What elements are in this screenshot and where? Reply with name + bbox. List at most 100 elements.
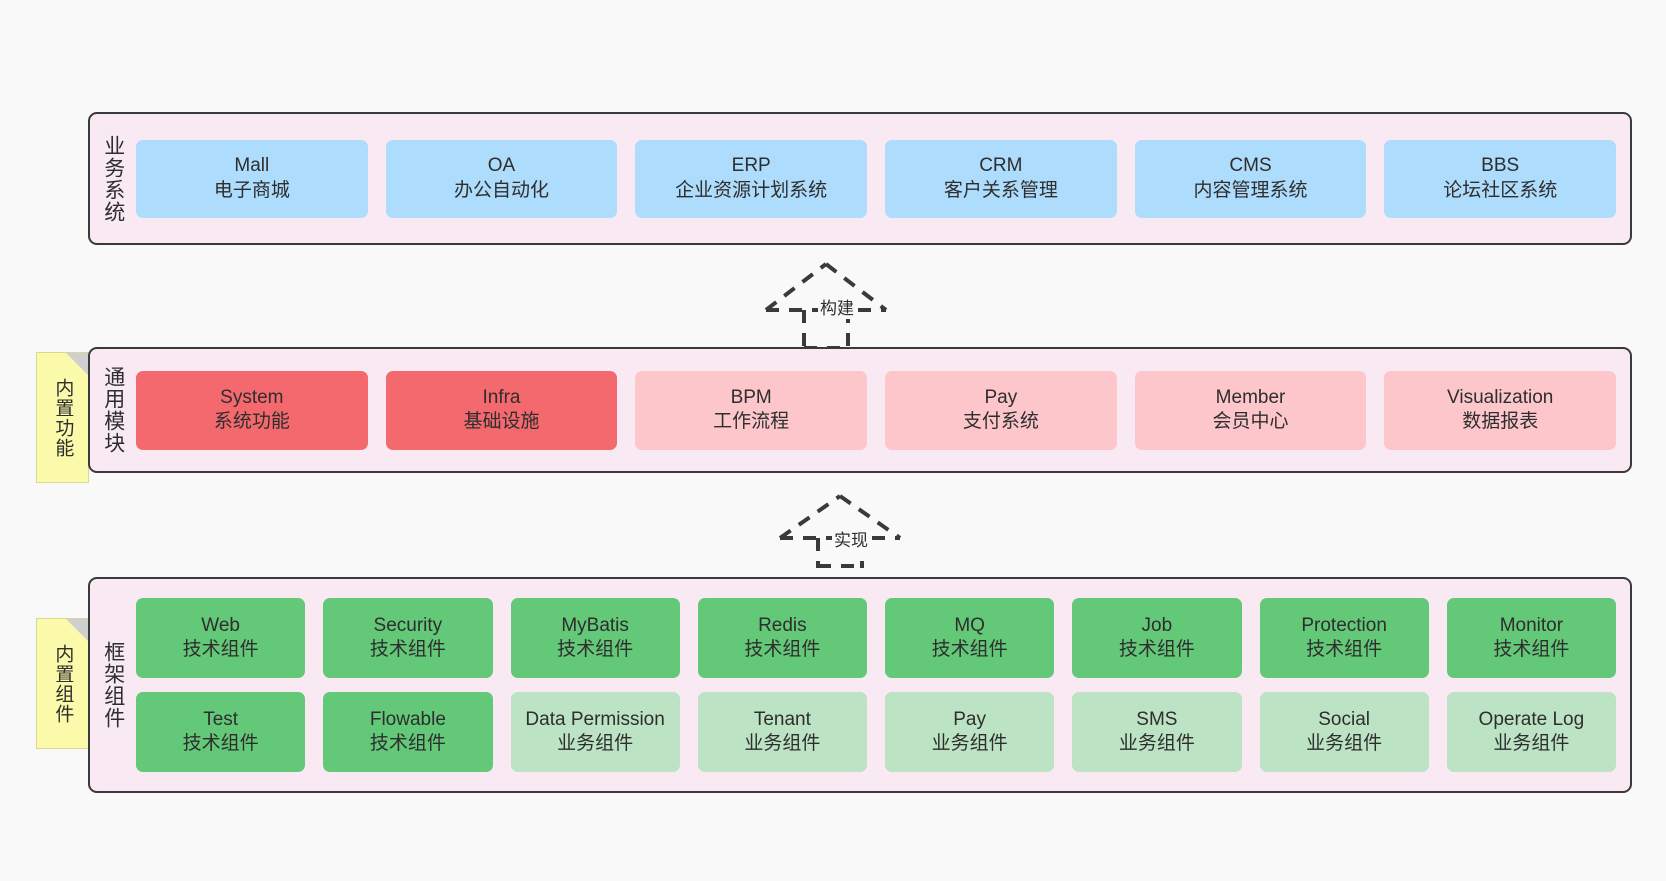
card-subtitle: 技术组件	[369, 733, 446, 754]
card-operate-log[interactable]: Operate Log 业务组件	[1446, 692, 1616, 772]
card-title: Flowable	[369, 708, 446, 730]
card-system[interactable]: System 系统功能	[136, 370, 368, 450]
connector-build-label: 构建	[818, 294, 856, 319]
card-erp[interactable]: ERP 企业资源计划系统	[635, 139, 868, 218]
card-title: SMS	[1136, 708, 1178, 730]
card-subtitle: 办公自动化	[454, 179, 550, 201]
card-title: Job	[1141, 614, 1173, 636]
layer-title-framework-components: 框架组件	[101, 641, 125, 729]
card-subtitle: 业务组件	[557, 733, 634, 754]
card-subtitle: 技术组件	[369, 639, 446, 660]
card-subtitle: 电子商城	[213, 179, 290, 201]
card-flowable[interactable]: Flowable 技术组件	[323, 692, 493, 772]
framework-tech-row: Web 技术组件 Security 技术组件 MyBatis 技术组件 Redi…	[136, 598, 1616, 678]
card-subtitle: 支付系统	[962, 411, 1039, 432]
card-subtitle: 技术组件	[182, 733, 259, 754]
common-modules-card-group: System 系统功能 Infra 基础设施 BPM 工作流程 Pay 支付系统…	[136, 349, 1630, 471]
card-sms[interactable]: SMS 业务组件	[1072, 692, 1242, 772]
card-subtitle: 工作流程	[713, 411, 790, 432]
connector-build: 构建	[758, 258, 938, 350]
card-title: Test	[203, 708, 239, 730]
card-title: Security	[373, 614, 443, 636]
card-pay-module[interactable]: Pay 支付系统	[885, 370, 1117, 450]
card-subtitle: 技术组件	[1493, 639, 1570, 660]
card-title: MQ	[954, 614, 985, 636]
card-title: MyBatis	[561, 614, 629, 636]
connector-implement: 实现	[772, 490, 952, 568]
card-title: CMS	[1229, 155, 1272, 177]
card-subtitle: 业务组件	[744, 733, 821, 754]
card-subtitle: 客户关系管理	[943, 179, 1058, 201]
card-member[interactable]: Member 会员中心	[1134, 370, 1367, 450]
card-title: Protection	[1301, 614, 1387, 636]
card-subtitle: 技术组件	[1118, 639, 1195, 660]
card-web[interactable]: Web 技术组件	[136, 598, 306, 678]
card-cms[interactable]: CMS 内容管理系统	[1134, 139, 1367, 218]
business-systems-row: Mall 电子商城 OA 办公自动化 ERP 企业资源计划系统 CRM 客户关系…	[136, 139, 1617, 218]
card-pay-component[interactable]: Pay 业务组件	[885, 692, 1055, 772]
card-title: BBS	[1481, 155, 1520, 177]
card-subtitle: 基础设施	[463, 411, 540, 432]
card-title: Web	[201, 614, 240, 636]
card-title: Tenant	[753, 708, 811, 730]
card-title: Mall	[234, 155, 270, 177]
card-title: Operate Log	[1478, 708, 1585, 730]
card-crm[interactable]: CRM 客户关系管理	[885, 139, 1117, 218]
card-title: ERP	[731, 155, 771, 177]
card-social[interactable]: Social 业务组件	[1259, 692, 1429, 772]
layer-framework-components: 框架组件 Web 技术组件 Security 技术组件 MyBatis 技术组件…	[88, 577, 1632, 793]
card-oa[interactable]: OA 办公自动化	[385, 139, 618, 218]
card-bpm[interactable]: BPM 工作流程	[635, 370, 868, 450]
card-monitor[interactable]: Monitor 技术组件	[1446, 598, 1616, 678]
framework-business-row: Test 技术组件 Flowable 技术组件 Data Permission …	[136, 692, 1616, 772]
note-builtin-components: 内置组件	[36, 618, 89, 749]
card-subtitle: 技术组件	[931, 639, 1008, 660]
common-modules-row: System 系统功能 Infra 基础设施 BPM 工作流程 Pay 支付系统…	[136, 370, 1617, 450]
card-subtitle: 系统功能	[213, 411, 290, 432]
card-mall[interactable]: Mall 电子商城	[136, 139, 368, 218]
card-bbs[interactable]: BBS 论坛社区系统	[1384, 139, 1617, 218]
layer-common-modules: 通用模块 System 系统功能 Infra 基础设施 BPM 工作流程 Pay…	[88, 347, 1632, 473]
card-visualization[interactable]: Visualization 数据报表	[1384, 370, 1617, 450]
card-subtitle: 业务组件	[1493, 733, 1570, 754]
card-infra[interactable]: Infra 基础设施	[385, 370, 618, 450]
card-title: Infra	[482, 386, 521, 408]
card-title: Data Permission	[525, 708, 665, 730]
card-title: Pay	[953, 708, 986, 730]
card-mybatis[interactable]: MyBatis 技术组件	[510, 598, 680, 678]
card-subtitle: 会员中心	[1212, 411, 1289, 432]
layer-business-systems: 业务系统 Mall 电子商城 OA 办公自动化 ERP 企业资源计划系统 CRM…	[88, 112, 1632, 245]
card-redis[interactable]: Redis 技术组件	[697, 598, 867, 678]
connector-implement-label: 实现	[832, 526, 870, 551]
card-subtitle: 内容管理系统	[1193, 179, 1308, 201]
card-title: Redis	[758, 614, 807, 636]
card-tenant[interactable]: Tenant 业务组件	[697, 692, 867, 772]
card-subtitle: 企业资源计划系统	[675, 179, 828, 201]
card-test[interactable]: Test 技术组件	[136, 692, 306, 772]
card-title: BPM	[730, 386, 772, 408]
layer-title-common-modules: 通用模块	[101, 366, 125, 454]
card-title: System	[220, 386, 284, 408]
card-title: Visualization	[1447, 386, 1554, 408]
business-systems-card-group: Mall 电子商城 OA 办公自动化 ERP 企业资源计划系统 CRM 客户关系…	[136, 114, 1630, 243]
card-title: OA	[487, 155, 516, 177]
card-title: CRM	[979, 155, 1023, 177]
card-subtitle: 业务组件	[931, 733, 1008, 754]
card-subtitle: 数据报表	[1462, 411, 1539, 432]
card-title: Pay	[984, 386, 1018, 408]
layer-title-business-systems: 业务系统	[101, 134, 125, 223]
card-mq[interactable]: MQ 技术组件	[885, 598, 1055, 678]
card-security[interactable]: Security 技术组件	[323, 598, 493, 678]
note-label: 内置组件	[52, 643, 74, 724]
card-job[interactable]: Job 技术组件	[1072, 598, 1242, 678]
card-subtitle: 技术组件	[1306, 639, 1383, 660]
card-data-permission[interactable]: Data Permission 业务组件	[510, 692, 680, 772]
card-subtitle: 业务组件	[1306, 733, 1383, 754]
card-subtitle: 技术组件	[557, 639, 634, 660]
framework-components-card-group: Web 技术组件 Security 技术组件 MyBatis 技术组件 Redi…	[136, 579, 1630, 791]
card-subtitle: 技术组件	[744, 639, 821, 660]
card-protection[interactable]: Protection 技术组件	[1259, 598, 1429, 678]
card-title: Member	[1215, 386, 1286, 408]
note-builtin-features: 内置功能	[36, 352, 89, 483]
